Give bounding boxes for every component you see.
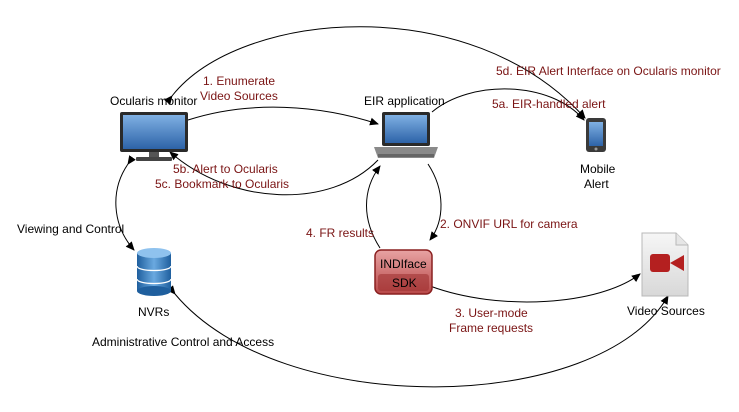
edge-viewing-and-control <box>115 155 136 251</box>
edge-fr-results <box>366 165 381 249</box>
edge-user-mode-frame-requests <box>429 273 641 303</box>
label-fr-results: 4. FR results <box>306 226 374 240</box>
label-alert-to-ocularis: 5b. Alert to Ocularis <box>173 162 278 176</box>
edge-enumerate-video-sources <box>187 106 379 126</box>
label-administrative-control: Administrative Control and Access <box>92 335 274 349</box>
ocularis-monitor-node: Ocularis monitor <box>110 94 197 161</box>
edge-alert-bookmark-to-ocularis <box>169 151 379 196</box>
edge-administrative-control <box>166 285 669 388</box>
ocularis-monitor-label: Ocularis monitor <box>110 94 197 108</box>
edge-eir-handled-alert <box>431 88 585 121</box>
video-sources-node: Video Sources <box>627 232 705 318</box>
nvrs-label: NVRs <box>138 305 169 319</box>
edges <box>115 26 669 388</box>
monitor-icon <box>120 112 188 161</box>
mobile-alert-node: Mobile Alert <box>580 118 616 191</box>
edge-eir-alert-interface <box>163 26 586 119</box>
edge-onvif-url <box>427 163 442 241</box>
label-user-mode-line1: 3. User-mode <box>455 306 528 320</box>
sdk-label-line2: SDK <box>392 276 417 290</box>
video-file-icon <box>641 232 689 297</box>
indiface-sdk-node: INDIface SDK <box>374 249 433 295</box>
sdk-label-line1: INDIface <box>380 257 427 271</box>
laptop-icon <box>374 112 438 158</box>
phone-icon <box>586 118 606 152</box>
label-onvif-url: 2. ONVIF URL for camera <box>440 217 578 231</box>
label-eir-alert-interface: 5d. EIR Alert Interface on Ocularis moni… <box>496 64 721 78</box>
video-sources-label: Video Sources <box>627 304 705 318</box>
mobile-alert-label-line2: Alert <box>584 177 609 191</box>
label-enumerate-line1: 1. Enumerate <box>203 74 275 88</box>
eir-application-label: EIR application <box>364 94 445 108</box>
nvrs-node: NVRs <box>136 248 172 319</box>
eir-application-node: EIR application <box>364 94 445 158</box>
label-viewing-and-control: Viewing and Control <box>17 222 124 236</box>
label-user-mode-line2: Frame requests <box>449 321 533 335</box>
database-icon <box>136 248 172 296</box>
label-enumerate-line2: Video Sources <box>200 89 278 103</box>
mobile-alert-label-line1: Mobile <box>580 162 616 176</box>
label-bookmark-to-ocularis: 5c. Bookmark to Ocularis <box>155 177 289 191</box>
edge-labels: 1. Enumerate Video Sources 5d. EIR Alert… <box>17 64 721 349</box>
label-eir-handled-alert: 5a. EIR-handled alert <box>492 97 606 111</box>
